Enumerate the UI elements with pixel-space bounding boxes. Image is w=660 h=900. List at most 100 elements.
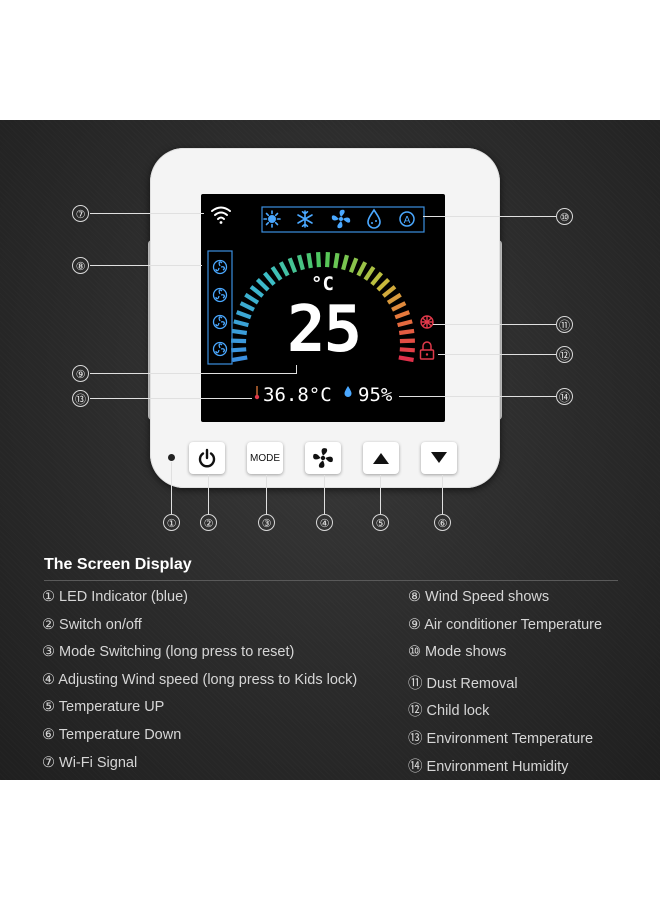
gauge-segment xyxy=(397,319,413,328)
legend-number: ⑨ xyxy=(408,616,421,633)
gauge-segment xyxy=(341,254,350,271)
gauge-segment xyxy=(391,301,407,312)
callout-13: ⑬ xyxy=(72,390,89,407)
gauge-segment xyxy=(235,310,252,320)
legend-number: ⑤ xyxy=(42,699,55,716)
legend-text: LED Indicator (blue) xyxy=(55,589,188,605)
legend-item: ⑤ Temperature UP xyxy=(42,699,164,715)
section-title: The Screen Display xyxy=(44,556,192,573)
humidity-drop-icon xyxy=(344,386,352,397)
callout-line-5 xyxy=(380,475,381,514)
gauge-segment xyxy=(394,310,411,320)
legend-number: ⑬ xyxy=(408,731,423,747)
gauge-segment xyxy=(398,355,414,363)
legend-number: ⑫ xyxy=(408,703,423,720)
legend-text: Temperature Down xyxy=(55,727,182,743)
callout-line-9 xyxy=(90,373,297,374)
gauge-segment xyxy=(316,251,321,268)
fan-speed-button[interactable] xyxy=(305,442,341,474)
gauge-segment xyxy=(306,252,313,269)
legend-item: ④ Adjusting Wind speed (long press to Ki… xyxy=(42,672,357,688)
mode-button[interactable]: MODE xyxy=(247,442,283,474)
callout-5: ⑤ xyxy=(372,514,389,531)
temperature-up-button[interactable] xyxy=(363,442,399,474)
mode-icons-frame xyxy=(261,206,425,233)
env-temperature-value: 36.8°C xyxy=(263,384,332,406)
fan-mode-icon xyxy=(331,209,351,229)
callout-7: ⑦ xyxy=(72,205,89,222)
wind-fan-icon xyxy=(212,341,228,357)
callout-3: ③ xyxy=(258,514,275,531)
gauge-segment xyxy=(296,254,305,271)
arrow-down-icon xyxy=(431,452,447,463)
gauge-segment xyxy=(244,292,260,305)
gauge-segment xyxy=(233,319,249,328)
power-button[interactable] xyxy=(189,442,225,474)
callout-10: ⑩ xyxy=(556,208,573,225)
sun-icon xyxy=(263,210,281,228)
legend-text: Switch on/off xyxy=(55,616,142,633)
callout-8: ⑧ xyxy=(72,257,89,274)
fan-icon xyxy=(313,448,333,468)
unit-label: °C xyxy=(311,273,334,295)
gauge-segment xyxy=(333,252,340,269)
wind-fan-icon xyxy=(212,287,228,303)
thermometer-icon xyxy=(254,386,260,400)
legend-text: Temperature UP xyxy=(55,699,165,716)
legend-item: ③ Mode Switching (long press to reset) xyxy=(42,644,294,660)
callout-line-14 xyxy=(399,396,556,397)
led-indicator xyxy=(168,454,175,461)
gauge-segment xyxy=(376,278,391,292)
gauge-segment xyxy=(386,292,402,305)
legend-number: ⑦ xyxy=(42,754,55,771)
gauge-segment xyxy=(232,355,248,363)
legend-text: Wi-Fi Signal xyxy=(55,754,138,771)
legend-text: Environment Temperature xyxy=(422,731,594,747)
gauge-segment xyxy=(262,271,276,286)
temperature-down-button[interactable] xyxy=(421,442,457,474)
legend-number: ④ xyxy=(42,671,55,688)
callout-2: ② xyxy=(200,514,217,531)
gauge-segment xyxy=(399,338,415,344)
gauge-segment xyxy=(381,285,397,298)
gauge-segment xyxy=(270,265,283,281)
legend-item: ⑪ Dust Removal xyxy=(408,672,518,693)
legend-item: ⑭ Environment Humidity xyxy=(408,755,568,776)
legend-text: Dust Removal xyxy=(422,675,518,692)
legend-item: ⑥ Temperature Down xyxy=(42,727,181,743)
legend-text: Air conditioner Temperature xyxy=(421,616,603,633)
gauge-segment xyxy=(255,278,270,292)
lock-icon xyxy=(419,341,435,360)
legend-item: ① LED Indicator (blue) xyxy=(42,589,188,605)
legend-number: ② xyxy=(42,616,55,633)
temperature-gauge xyxy=(231,251,415,363)
gauge-segment xyxy=(249,285,265,298)
legend-number: ⑧ xyxy=(408,589,421,605)
legend-number: ③ xyxy=(42,644,55,661)
callout-line-3 xyxy=(266,475,267,514)
wind-speed-icons xyxy=(212,259,228,357)
legend-text: Child lock xyxy=(422,703,490,720)
product-panel: A °C 25 xyxy=(0,120,660,780)
gauge-segment xyxy=(398,328,415,336)
wifi-icon xyxy=(211,206,231,224)
callout-line-9b xyxy=(296,365,297,374)
gauge-segment xyxy=(399,347,415,353)
callout-line-1 xyxy=(171,462,172,514)
callout-line-8 xyxy=(90,265,202,266)
power-icon xyxy=(198,448,216,468)
legend-item: ⑬ Environment Temperature xyxy=(408,727,593,748)
gauge-segment xyxy=(231,347,247,353)
legend-text: Adjusting Wind speed (long press to Kids… xyxy=(55,671,358,688)
legend-text: Wind Speed shows xyxy=(421,589,550,605)
callout-line-6 xyxy=(442,475,443,514)
gauge-segment xyxy=(325,251,330,268)
mode-button-label: MODE xyxy=(250,452,280,464)
callout-line-7 xyxy=(90,213,204,214)
callout-12: ⑫ xyxy=(556,346,573,363)
legend-item: ⑧ Wind Speed shows xyxy=(408,589,549,605)
wind-speed-frame xyxy=(207,250,233,365)
gauge-segment xyxy=(231,328,248,336)
gauge-segment xyxy=(231,338,247,344)
dry-drop-icon xyxy=(367,208,381,229)
